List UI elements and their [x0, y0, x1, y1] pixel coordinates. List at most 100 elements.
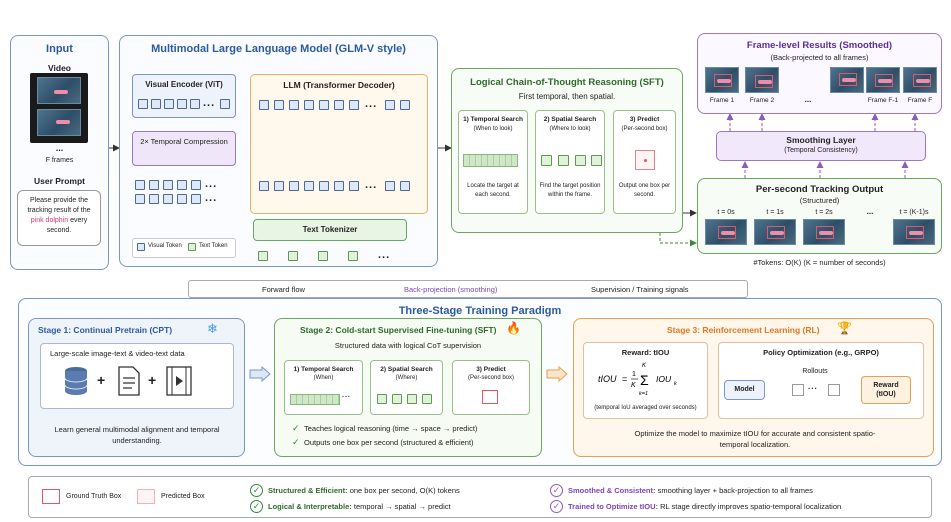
video-icon	[166, 366, 192, 396]
per-second-thumb	[754, 219, 796, 245]
svg-text:k: k	[674, 381, 677, 387]
trophy-icon: 🏆	[837, 321, 852, 335]
svg-text:K: K	[631, 382, 636, 389]
plus-icon: +	[148, 372, 157, 388]
compression-label: 2× Temporal Compression	[140, 137, 228, 146]
predict-box-icon	[482, 390, 498, 404]
mllm-title: Multimodal Large Language Model (GLM-V s…	[151, 43, 406, 55]
legend-item: Logical & Interpretable: temporal → spat…	[268, 502, 451, 511]
user-prompt-title: User Prompt	[33, 176, 85, 186]
legend-forward-flow: Forward flow	[262, 285, 305, 294]
frame-thumb	[745, 67, 779, 93]
tiou-formula: tIOU = 1 K K Σ k=1 IOU k	[598, 363, 677, 397]
cot-title: Logical Chain-of-Thought Reasoning (SFT)	[470, 77, 664, 88]
legend-backprojection: Back-projection (smoothing)	[404, 285, 498, 294]
legend-visual-token: Visual Token	[148, 243, 182, 249]
svg-text:tIOU: tIOU	[598, 374, 617, 384]
stage2-step-spatial	[370, 360, 443, 415]
smoothing-title: Smoothing Layer	[786, 135, 856, 145]
visual-token-swatch	[137, 243, 145, 251]
per-second-thumb	[705, 219, 747, 245]
check-icon: ✓	[250, 484, 263, 497]
cot-subtitle: First temporal, then spatial.	[518, 92, 616, 101]
prompt-text-end: every second.	[46, 217, 88, 234]
rollouts-label: Rollouts	[802, 368, 828, 375]
text-token-swatch	[188, 243, 196, 251]
rl-model-label: Model	[734, 386, 755, 393]
reward-title: Reward: tIOU	[621, 348, 670, 357]
frame-thumb	[866, 67, 900, 93]
frame-results-title: Frame-level Results (Smoothed)	[746, 40, 893, 51]
frame-thumb	[830, 67, 864, 93]
llm-title: LLM (Transformer Decoder)	[283, 80, 395, 90]
stage2-title: Stage 2: Cold-start Supervised Fine-tuni…	[300, 325, 497, 335]
per-second-subtitle: (Structured)	[799, 196, 840, 205]
stage1-desc: Learn general multimodal alignment and t…	[54, 425, 220, 445]
fire-icon: 🔥	[506, 321, 521, 335]
user-prompt-bubble: Please provide the tracking result of th…	[17, 190, 101, 246]
smoothing-layer-box	[716, 131, 926, 161]
text-tokenizer-box	[253, 219, 407, 241]
video-label: Video	[48, 63, 71, 73]
prompt-highlight: pink dolphin	[30, 217, 69, 224]
training-title: Three-Stage Training Paradigm	[398, 305, 562, 317]
temporal-compression-box	[132, 131, 236, 166]
video-frame-thumb	[37, 109, 81, 136]
video-filmstrip	[30, 73, 88, 143]
frames-label: F frames	[45, 157, 74, 164]
svg-text:k=1: k=1	[639, 391, 648, 397]
legend-supervision: Supervision / Training signals	[591, 285, 689, 294]
svg-text:=: =	[622, 374, 627, 384]
tokenizer-label: Text Tokenizer	[302, 225, 358, 234]
gt-box-swatch	[42, 489, 60, 504]
vit-ellipsis: ...	[203, 97, 216, 109]
stage3-desc: Optimize the model to maximize tIOU for …	[634, 429, 876, 449]
per-second-thumb	[893, 219, 935, 245]
input-title: Input	[46, 43, 73, 55]
legend-item: Structured & Efficient: one box per seco…	[268, 486, 460, 495]
stage2-step-predict	[452, 360, 530, 415]
vit-title: Visual Encoder (ViT)	[145, 80, 223, 89]
arrow-supervision-to-per-second	[659, 233, 697, 247]
stage2-bullet: Outputs one box per second (structured &…	[304, 438, 474, 447]
video-ellipsis: ...	[55, 143, 64, 153]
video-frame-thumb	[37, 77, 81, 104]
pred-box-swatch	[137, 489, 155, 504]
snowflake-icon: ❄	[207, 321, 218, 336]
reward-note: (temporal IoU averaged over seconds)	[594, 405, 697, 411]
stage-arrow-icon	[249, 366, 271, 382]
check-icon: ✓	[550, 484, 563, 497]
check-icon: ✓	[292, 423, 300, 433]
flow-legend	[188, 280, 748, 298]
rl-reward-label: Reward (tIOU)	[873, 382, 899, 398]
temporal-frames-strip	[463, 154, 518, 167]
stage2-step-temporal	[284, 360, 363, 415]
frame-thumb	[705, 67, 739, 93]
check-icon: ✓	[292, 437, 300, 447]
bottom-legend	[28, 476, 932, 518]
frame-thumb	[903, 67, 937, 93]
legend-gt-box: Ground Truth Box	[66, 493, 122, 500]
token-legend	[132, 238, 236, 258]
frame-results-subtitle: (Back-projected to all frames)	[770, 53, 869, 62]
stage3-title: Stage 3: Reinforcement Learning (RL)	[667, 325, 820, 335]
rollout-token	[828, 384, 840, 396]
svg-text:Σ: Σ	[640, 372, 649, 388]
rollout-token	[792, 384, 804, 396]
prompt-text: Please provide the tracking result of th…	[27, 197, 91, 214]
document-icon	[118, 366, 140, 396]
database-icon	[64, 367, 88, 395]
legend-pred-box: Predicted Box	[161, 493, 205, 500]
stage-arrow-icon	[546, 366, 568, 382]
per-second-thumb	[803, 219, 845, 245]
rl-reward-box	[861, 376, 911, 404]
stage1-data-label: Large-scale image-text & video-text data	[50, 349, 185, 358]
smoothing-subtitle: (Temporal Consistency)	[784, 147, 858, 154]
rl-model-box	[724, 380, 765, 400]
llm-box	[250, 74, 428, 214]
svg-text:IOU: IOU	[656, 374, 672, 384]
vit-box	[132, 74, 236, 118]
stage2-subtitle: Structured data with logical CoT supervi…	[334, 341, 482, 350]
policy-title: Policy Optimization (e.g., GRPO)	[763, 348, 879, 357]
reward-box	[583, 342, 708, 419]
